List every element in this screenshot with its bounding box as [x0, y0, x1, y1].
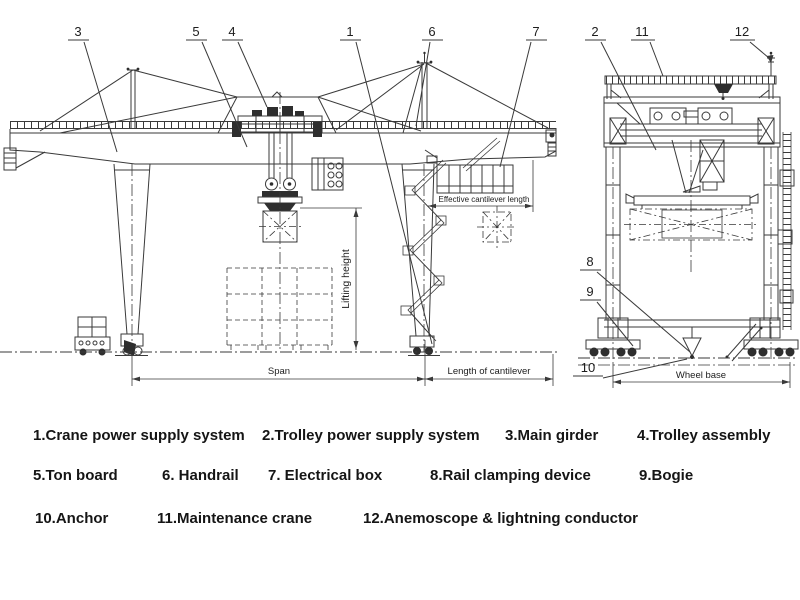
side-girder-frame	[603, 96, 781, 148]
dimension-labels: Span Length of cantilever Effective cant…	[250, 194, 732, 381]
length-of-cantilever-label: Length of cantilever	[448, 366, 531, 377]
svg-text:3: 3	[74, 24, 81, 39]
left-leg	[113, 163, 151, 356]
effective-cantilever-dimension	[428, 160, 534, 212]
legend-item-handrail: 6. Handrail	[162, 467, 239, 484]
svg-text:12: 12	[735, 24, 749, 39]
svg-text:6: 6	[428, 24, 435, 39]
wheel-base-dimension	[612, 362, 791, 388]
crane-technical-drawing: Span Length of cantilever Effective cant…	[0, 24, 799, 388]
callout-handrail: 6	[415, 24, 443, 127]
callout-bogie: 9	[580, 284, 634, 347]
legend-item-electrical-box: 7. Electrical box	[268, 467, 383, 484]
legend-item-ton-board: 5.Ton board	[33, 467, 118, 484]
front-view	[0, 51, 558, 386]
svg-text:8: 8	[586, 254, 593, 269]
electrical-box	[424, 149, 514, 194]
callout-main-girder: 3	[68, 24, 118, 153]
girder-handrail	[10, 121, 556, 129]
callouts: 3 5 4 1 6 7 2	[68, 24, 774, 379]
callout-maintenance-crane: 11	[631, 24, 664, 77]
girder-left-end-stop	[3, 147, 46, 171]
callout-ton-board: 5	[186, 24, 248, 148]
wheel-base-label: Wheel base	[676, 370, 726, 381]
legend-item-anchor: 10.Anchor	[35, 510, 109, 527]
legend: 1.Crane power supply system 2.Trolley po…	[0, 395, 800, 600]
anemoscope-mast	[767, 51, 775, 76]
callout-anemoscope: 12	[730, 24, 774, 63]
svg-text:4: 4	[228, 24, 235, 39]
legend-item-rail-clamping-device: 8.Rail clamping device	[430, 467, 591, 484]
right-leg	[401, 163, 440, 356]
callout-anchor: 10	[573, 358, 688, 379]
girder-right-end	[545, 129, 557, 157]
maintenance-crane	[604, 75, 777, 100]
callout-crane-power-supply: 1	[340, 24, 433, 345]
sill-and-bogies	[585, 317, 799, 357]
svg-text:5: 5	[192, 24, 199, 39]
lifting-height-label: Lifting height	[340, 249, 352, 309]
legend-item-crane-power-supply: 1.Crane power supply system	[33, 427, 245, 444]
svg-text:7: 7	[532, 24, 539, 39]
span-label: Span	[268, 366, 290, 377]
callout-trolley-power-supply: 2	[585, 24, 657, 151]
svg-text:9: 9	[586, 284, 593, 299]
rail-clamp-tie	[725, 323, 763, 362]
legend-item-trolley-power-supply: 2.Trolley power supply system	[262, 427, 480, 444]
legend-item-trolley-assembly: 4.Trolley assembly	[637, 427, 771, 444]
span-dimension	[131, 340, 554, 386]
leg-stairs	[400, 137, 501, 342]
callout-trolley-assembly: 4	[222, 24, 268, 108]
effective-cantilever-length-label: Effective cantilever length	[438, 195, 529, 204]
side-view	[578, 51, 799, 388]
side-ladder	[777, 132, 795, 330]
svg-text:2: 2	[591, 24, 598, 39]
legend-item-main-girder: 3.Main girder	[505, 427, 599, 444]
power-supply-box	[311, 157, 344, 191]
legend-item-bogie: 9.Bogie	[639, 467, 694, 484]
truck	[74, 316, 111, 356]
stay-cable-system	[39, 51, 549, 134]
lifting-height-dimension	[300, 207, 362, 350]
trolley-assembly	[217, 91, 337, 137]
side-spreader-container	[624, 139, 759, 275]
svg-text:10: 10	[581, 360, 595, 375]
callout-rail-clamping-device: 8	[580, 254, 691, 353]
legend-item-maintenance-crane: 11.Maintenance crane	[157, 510, 313, 527]
anchor-device	[682, 327, 702, 359]
container-stack	[226, 267, 333, 351]
callout-electrical-box: 7	[499, 24, 547, 168]
cantilever-container-outline	[477, 206, 517, 248]
svg-text:11: 11	[635, 24, 649, 39]
svg-text:1: 1	[346, 24, 353, 39]
legend-item-anemoscope: 12.Anemoscope & lightning conductor	[363, 510, 639, 527]
